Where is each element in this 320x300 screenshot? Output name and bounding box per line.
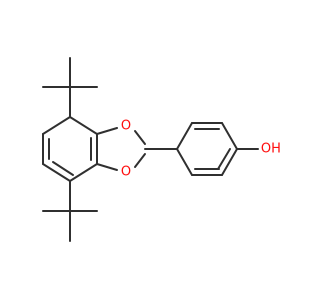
bond	[42, 163, 71, 182]
molecule-canvas: O O O H	[42, 57, 281, 242]
bond	[176, 148, 193, 176]
double-bond-inner	[217, 148, 231, 170]
bond	[42, 116, 71, 135]
bond	[96, 127, 118, 135]
oxygen-atom-label-bottom: O	[121, 165, 131, 180]
bond	[96, 163, 118, 171]
bond	[221, 148, 238, 176]
hydroxyl-hydrogen-label: H	[271, 142, 281, 157]
molecule-structure: O O O H	[42, 57, 281, 242]
bond	[69, 163, 98, 182]
hydroxyl-oxygen-label: O	[261, 142, 271, 157]
bond	[69, 116, 98, 135]
right-benzene-ring	[176, 122, 238, 176]
oxygen-atom-label-top: O	[121, 119, 131, 134]
bond	[176, 122, 193, 150]
bond	[134, 153, 146, 168]
left-benzene-ring	[42, 116, 98, 182]
upper-tert-butyl	[42, 57, 98, 118]
bond	[134, 130, 146, 145]
lower-tert-butyl	[42, 180, 98, 242]
double-bond-inner	[52, 161, 74, 176]
dioxole-ring	[96, 127, 146, 171]
bond	[221, 122, 238, 150]
